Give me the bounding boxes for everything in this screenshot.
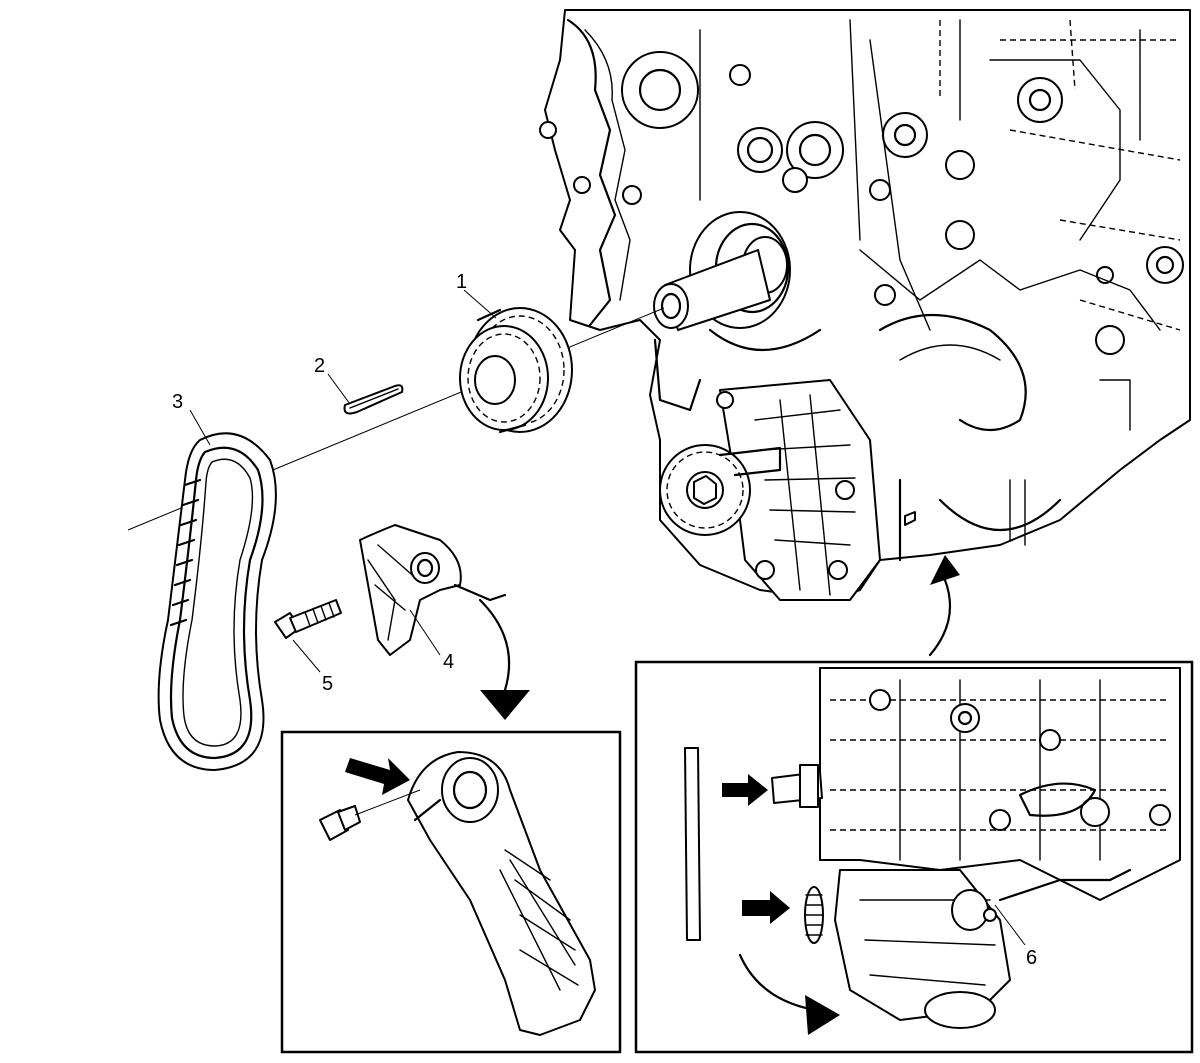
callout-2: 2 <box>314 355 325 377</box>
crankshaft-nose <box>653 249 771 331</box>
guide-detail-inset <box>280 730 622 1054</box>
callout-3: 3 <box>172 391 183 413</box>
inset-pump-sprocket <box>804 886 824 944</box>
callout-5: 5 <box>322 673 333 695</box>
callout-labels: 1 2 3 4 5 6 <box>172 271 1037 969</box>
callout-6: 6 <box>1026 947 1037 969</box>
arrow-to-guide-detail <box>478 598 530 720</box>
guide-bolt <box>274 599 342 639</box>
arrow-to-pump-detail <box>928 555 960 657</box>
crankshaft-key <box>343 384 404 415</box>
callout-1: 1 <box>456 271 467 293</box>
oil-pump-assembly <box>659 379 916 601</box>
pump-detail-inset <box>634 660 1194 1054</box>
callout-4: 4 <box>443 651 454 673</box>
crankshaft-sprocket <box>459 307 573 434</box>
oil-pump-sprocket <box>659 444 782 536</box>
block-bolt-bosses <box>539 51 1184 355</box>
oil-pump-drive-chain <box>157 432 277 771</box>
chain-guide <box>359 524 507 656</box>
